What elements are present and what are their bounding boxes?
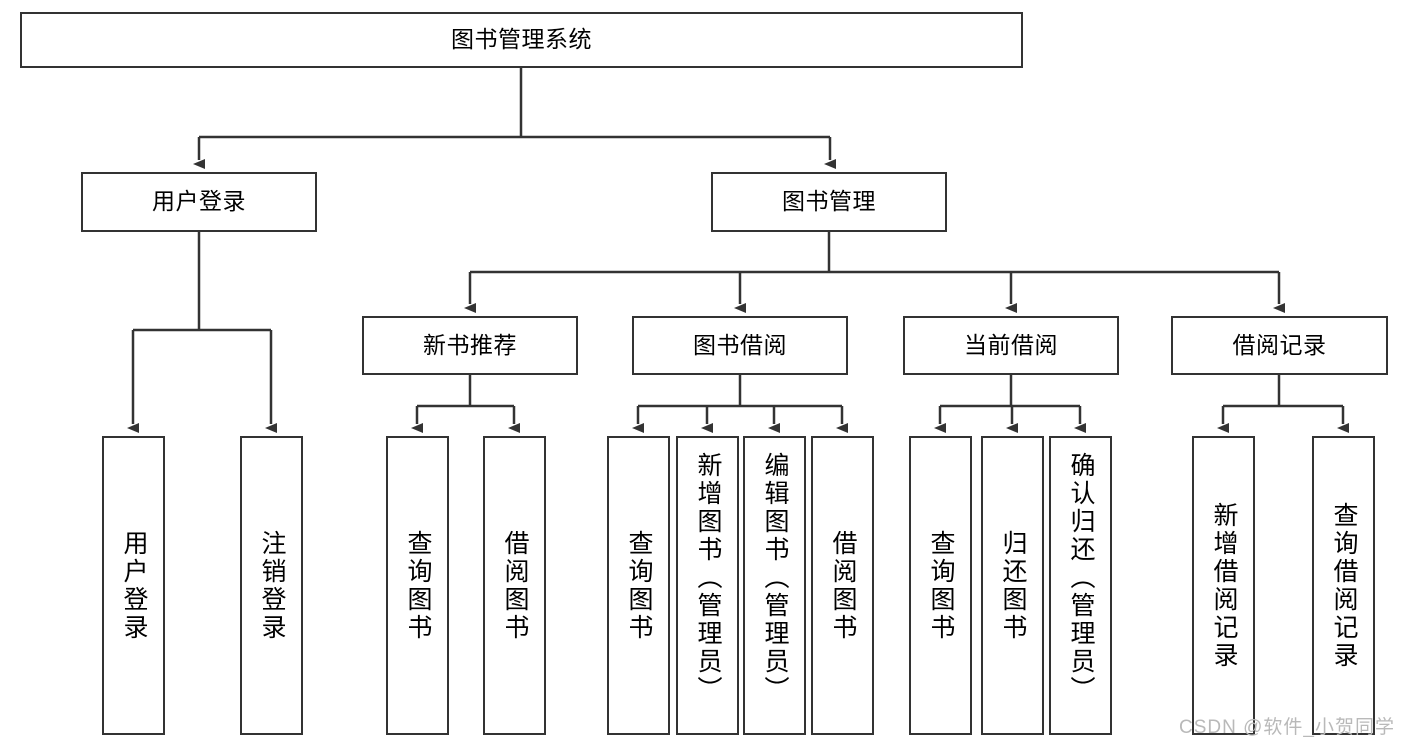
node-leaf-return-book-label: 归还图书 [999, 529, 1027, 642]
node-leaf-logout-label: 注销登录 [258, 529, 286, 642]
node-book-management-label: 图书管理 [782, 188, 876, 215]
node-new-book-recommend-label: 新书推荐 [423, 331, 517, 358]
node-book-management[interactable]: 图书管理 [711, 172, 947, 232]
node-leaf-add-borrow-record[interactable]: 新增借阅记录 [1192, 436, 1255, 735]
node-leaf-confirm-return-admin[interactable]: 确认归还（管理员） [1049, 436, 1112, 735]
node-current-borrow-label: 当前借阅 [964, 331, 1058, 358]
node-leaf-logout[interactable]: 注销登录 [240, 436, 303, 735]
node-borrow-record-label: 借阅记录 [1232, 331, 1327, 358]
node-borrow-record[interactable]: 借阅记录 [1171, 316, 1388, 375]
node-leaf-edit-book-admin-label: 编辑图书（管理员） [761, 452, 789, 704]
node-root-label: 图书管理系统 [451, 26, 592, 53]
node-leaf-borrow-book-label: 借阅图书 [829, 529, 857, 642]
node-book-borrow[interactable]: 图书借阅 [632, 316, 848, 375]
node-leaf-user-login[interactable]: 用户登录 [102, 436, 165, 735]
node-leaf-query-book-borrow-label: 查询图书 [625, 529, 653, 642]
node-leaf-user-login-label: 用户登录 [120, 529, 148, 642]
node-leaf-return-book[interactable]: 归还图书 [981, 436, 1044, 735]
node-leaf-query-book-cur-label: 查询图书 [927, 529, 955, 642]
node-leaf-query-book-rec[interactable]: 查询图书 [386, 436, 449, 735]
node-user-login-label: 用户登录 [152, 188, 246, 215]
node-leaf-query-book-rec-label: 查询图书 [404, 529, 432, 642]
node-leaf-edit-book-admin[interactable]: 编辑图书（管理员） [743, 436, 806, 735]
node-leaf-query-book-cur[interactable]: 查询图书 [909, 436, 972, 735]
node-leaf-borrow-book-rec[interactable]: 借阅图书 [483, 436, 546, 735]
node-current-borrow[interactable]: 当前借阅 [903, 316, 1119, 375]
node-leaf-query-borrow-record[interactable]: 查询借阅记录 [1312, 436, 1375, 735]
node-leaf-add-borrow-record-label: 新增借阅记录 [1210, 501, 1238, 670]
node-leaf-add-book-admin[interactable]: 新增图书（管理员） [676, 436, 739, 735]
node-leaf-query-book-borrow[interactable]: 查询图书 [607, 436, 670, 735]
node-leaf-add-book-admin-label: 新增图书（管理员） [694, 452, 722, 704]
node-root[interactable]: 图书管理系统 [20, 12, 1023, 68]
node-book-borrow-label: 图书借阅 [693, 331, 787, 358]
node-leaf-confirm-return-admin-label: 确认归还（管理员） [1067, 452, 1095, 704]
node-new-book-recommend[interactable]: 新书推荐 [362, 316, 578, 375]
node-leaf-query-borrow-record-label: 查询借阅记录 [1330, 501, 1358, 670]
node-leaf-borrow-book-rec-label: 借阅图书 [501, 529, 529, 642]
node-user-login[interactable]: 用户登录 [81, 172, 317, 232]
watermark: CSDN @软件_小贺同学 [1179, 717, 1395, 738]
node-leaf-borrow-book[interactable]: 借阅图书 [811, 436, 874, 735]
